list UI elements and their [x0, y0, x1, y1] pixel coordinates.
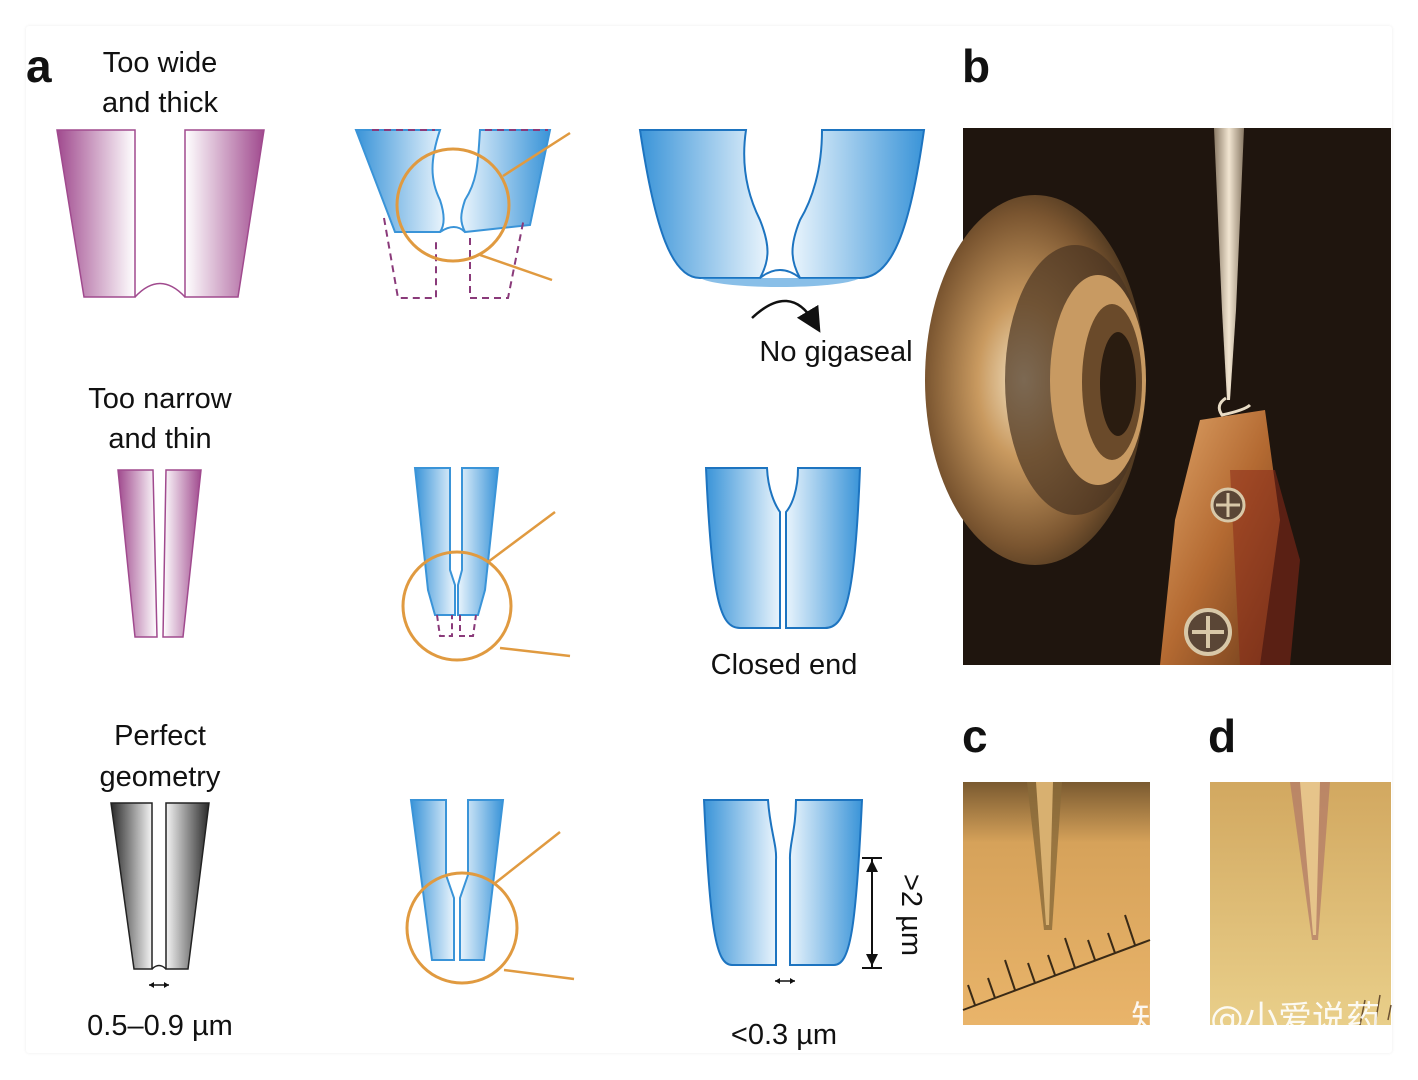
wide-polished-tip	[354, 129, 571, 299]
row1-label-line1: Too wide	[103, 47, 217, 79]
narrow-pipette-tip	[117, 469, 202, 638]
closed-end-label: Closed end	[711, 649, 858, 681]
rig-photo	[925, 128, 1391, 665]
pipette	[1214, 128, 1244, 400]
perfect-polished-tip	[405, 799, 575, 985]
perfect-pipette-tip	[110, 802, 210, 988]
panel-letter-a: a	[26, 40, 52, 92]
tip-size-label: 0.5–0.9 µm	[87, 1010, 233, 1042]
tip-photo-c	[962, 782, 1151, 1025]
watermark: 知乎 @小爱说药	[1131, 999, 1380, 1039]
length-label: >2 µm	[895, 874, 927, 956]
no-gigaseal-label: No gigaseal	[759, 336, 912, 368]
wide-highlight-circle	[395, 147, 511, 263]
row2-label-line1: Too narrow	[88, 383, 233, 415]
wide-zoomed-tip	[638, 129, 926, 287]
wide-pipette-tip	[56, 129, 265, 298]
row3-label-line2: geometry	[100, 761, 221, 793]
narrow-polished-tip	[401, 467, 571, 662]
result-size-label: <0.3 µm	[731, 1019, 837, 1051]
perfect-zoomed-tip	[702, 799, 882, 984]
curved-arrow-icon	[751, 299, 821, 333]
row1-label-line2: and thick	[102, 87, 219, 119]
panel-letter-d: d	[1208, 710, 1236, 762]
row3-label-line1: Perfect	[114, 720, 206, 752]
panel-letter-c: c	[962, 710, 988, 762]
narrow-zoomed-tip	[704, 467, 862, 629]
tip-photo-d	[1210, 782, 1392, 1026]
panel-letter-b: b	[962, 40, 990, 92]
row2-label-line2: and thin	[108, 423, 211, 455]
perfect-highlight-circle	[405, 871, 519, 985]
narrow-highlight-circle	[401, 550, 513, 662]
